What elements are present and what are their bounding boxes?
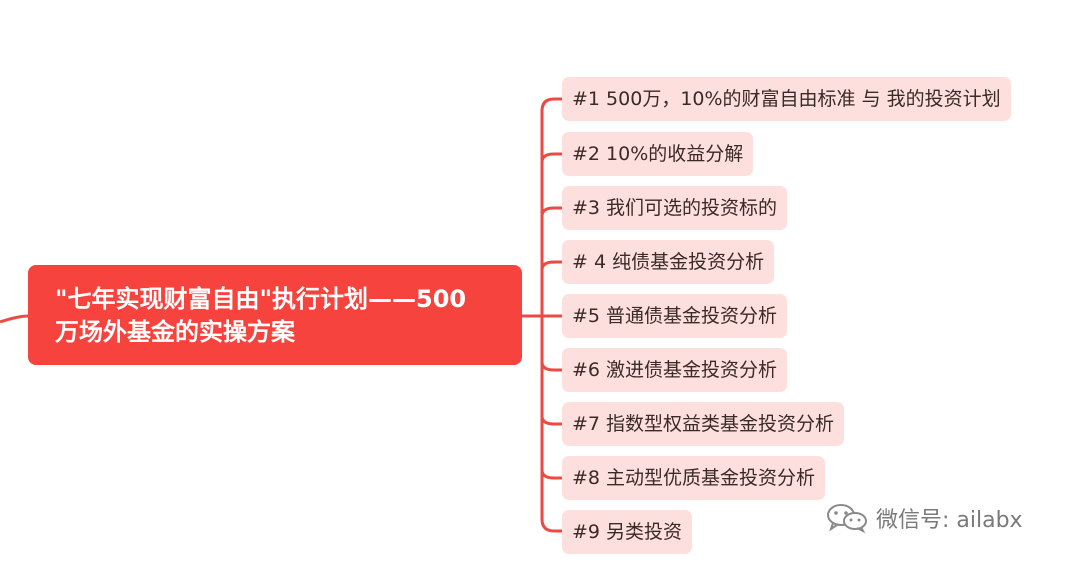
watermark-text: 微信号: ailabx	[876, 508, 1023, 533]
incoming-connector	[0, 314, 29, 324]
branch-topic-3[interactable]: #3 我们可选的投资标的	[562, 186, 788, 230]
branch-connector-7	[540, 415, 562, 426]
spine-connector	[540, 97, 562, 533]
branch-topic-5[interactable]: #5 普通债基金投资分析	[562, 294, 788, 338]
watermark: 微信号: ailabx	[826, 500, 1023, 536]
branch-topic-7[interactable]: #7 指数型权益类基金投资分析	[562, 402, 845, 446]
branch-topic-4[interactable]: # 4 纯债基金投资分析	[562, 240, 775, 284]
wechat-icon	[826, 503, 868, 533]
branch-topic-8[interactable]: #8 主动型优质基金投资分析	[562, 456, 826, 500]
branch-connector-8	[540, 469, 562, 480]
branch-connector-3	[540, 206, 562, 217]
branch-connector-4	[540, 260, 562, 271]
root-topic-line2: 万场外基金的实操方案	[55, 318, 295, 346]
branch-topic-9[interactable]: #9 另类投资	[562, 510, 693, 554]
root-topic-line1: "七年实现财富自由"执行计划——500	[55, 285, 467, 313]
branch-topic-2[interactable]: #2 10%的收益分解	[562, 132, 754, 176]
branch-topic-6[interactable]: #6 激进债基金投资分析	[562, 348, 788, 392]
root-topic[interactable]: "七年实现财富自由"执行计划——500 万场外基金的实操方案	[28, 265, 522, 365]
branch-connector-6	[540, 361, 562, 372]
branch-topic-1[interactable]: #1 500万，10%的财富自由标准 与 我的投资计划	[562, 77, 1011, 121]
branch-connector-2	[540, 152, 562, 163]
